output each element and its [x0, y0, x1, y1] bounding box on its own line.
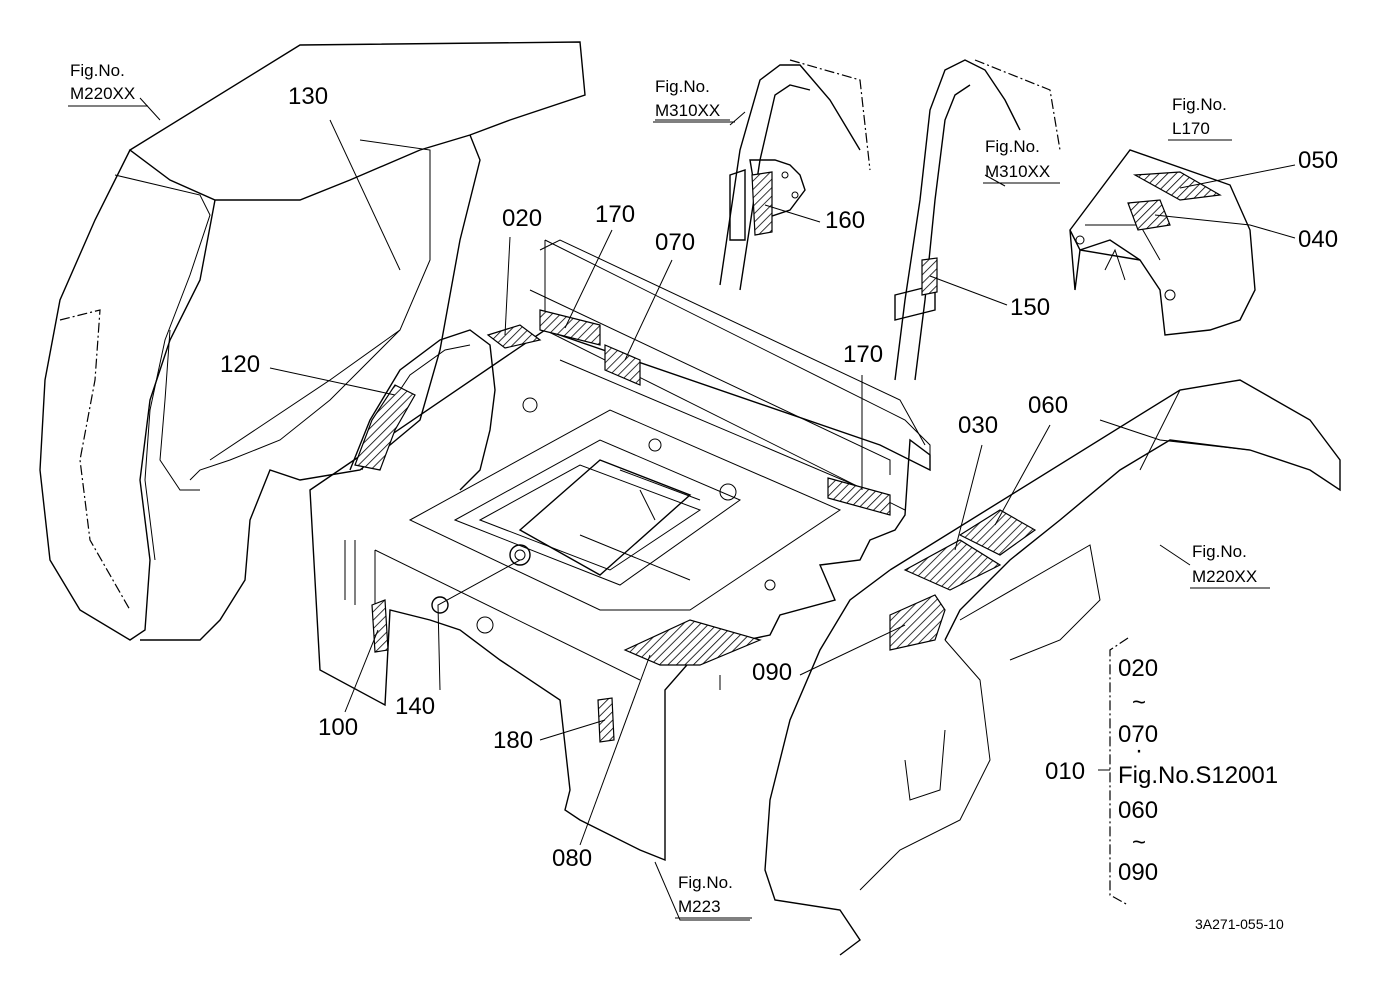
drawing-id: 3A271-055-10 — [1195, 916, 1284, 932]
part-120: 120 — [220, 351, 260, 378]
part-100: 100 — [318, 714, 358, 741]
part-030: 030 — [958, 412, 998, 439]
upper-wall — [529, 239, 926, 501]
part-080: 080 — [552, 845, 592, 872]
part-020: 020 — [502, 205, 542, 232]
fig-caption-cover: Fig.No. — [1172, 95, 1227, 114]
seat-rail — [349, 329, 496, 491]
labels: Fig.No. M220XX Fig.No. M310XX Fig.No. M3… — [70, 61, 1338, 932]
bracket-tilde-2: ~ — [1132, 829, 1146, 856]
fig-underlines — [68, 105, 1270, 919]
fig-code-handle-right: M310XX — [985, 162, 1050, 181]
part-040: 040 — [1298, 226, 1338, 253]
part-170-lower: 170 — [843, 341, 883, 368]
part-150: 150 — [1010, 294, 1050, 321]
leader-lines — [139, 97, 1296, 921]
decals — [371, 309, 891, 743]
right-fender — [764, 379, 1341, 956]
part-060: 060 — [1028, 392, 1068, 419]
fig-code-fender-right: M220XX — [1192, 567, 1257, 586]
part-140: 140 — [395, 693, 435, 720]
part-170-upper: 170 — [595, 201, 635, 228]
right-handle — [894, 59, 1061, 381]
fig-caption-handle-right: Fig.No. — [985, 137, 1040, 156]
bracket — [1098, 637, 1129, 906]
bracket-tilde-1: ~ — [1132, 689, 1146, 716]
part-090: 090 — [752, 659, 792, 686]
bracket-dot: · — [1135, 737, 1143, 764]
left-fender — [39, 41, 586, 641]
part-050: 050 — [1298, 147, 1338, 174]
part-070: 070 — [655, 229, 695, 256]
bracket-to-2: 090 — [1118, 859, 1158, 886]
fig-code-cover: L170 — [1172, 119, 1210, 138]
part-160: 160 — [825, 207, 865, 234]
fig-caption-top-left: Fig.No. — [70, 61, 125, 80]
left-handle — [719, 59, 871, 291]
fig-caption-seat-base: Fig.No. — [678, 873, 733, 892]
bracket-main-010: 010 — [1045, 758, 1085, 785]
fig-code-handle-left: M310XX — [655, 101, 720, 120]
bracket-from-1: 020 — [1118, 655, 1158, 682]
fig-code-seat-base: M223 — [678, 897, 721, 916]
bracket-from-2: 060 — [1118, 797, 1158, 824]
fig-caption-fender-right: Fig.No. — [1192, 542, 1247, 561]
part-180: 180 — [493, 727, 533, 754]
seat-box — [309, 239, 931, 862]
part-130: 130 — [288, 83, 328, 110]
fig-caption-handle-left: Fig.No. — [655, 77, 710, 96]
bracket-fig-ref: Fig.No.S12001 — [1118, 762, 1278, 789]
bracket-to-1: 070 — [1118, 721, 1158, 748]
fig-code-top-left: M220XX — [70, 84, 135, 103]
cover — [1069, 149, 1256, 336]
